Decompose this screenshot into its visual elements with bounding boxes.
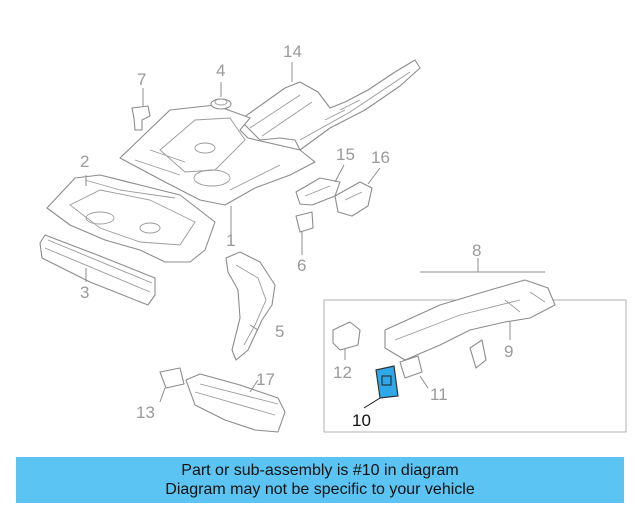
callout-14: 14: [283, 42, 302, 61]
callout-16: 16: [371, 148, 390, 167]
part-17-reinforcement[interactable]: [185, 373, 286, 433]
banner-line-1: Part or sub-assembly is #10 in diagram: [181, 462, 459, 479]
callout-17: 17: [256, 370, 275, 389]
part-11-bracket[interactable]: [399, 355, 423, 379]
info-banner: Part or sub-assembly is #10 in diagram D…: [16, 457, 624, 503]
callout-8: 8: [472, 241, 481, 260]
callout-11: 11: [430, 385, 448, 404]
part-16-bracket[interactable]: [334, 181, 373, 217]
part-13-bracket[interactable]: [159, 367, 185, 389]
callout-4: 4: [216, 61, 225, 80]
banner-line-2: Diagram may not be specific to your vehi…: [165, 481, 475, 498]
part-9-bracket-small[interactable]: [469, 339, 487, 369]
callout-5: 5: [275, 322, 284, 341]
part-6-bracket[interactable]: [295, 211, 314, 233]
part-2-front-floor[interactable]: [46, 174, 216, 263]
part-14-rail[interactable]: [239, 59, 421, 151]
callout-2: 2: [80, 152, 89, 171]
parts-diagram: 1 2 3 4 5 6 7 8 9 10 11 12 13 14 15 16 1…: [39, 42, 627, 433]
part-4-plug[interactable]: [210, 98, 232, 110]
part-1-floor-pan[interactable]: [119, 104, 316, 206]
part-5-pillar[interactable]: [225, 251, 276, 361]
callouts: 1 2 3 4 5 6 7 8 9 10 11 12 13 14 15 16 1…: [80, 42, 513, 430]
callout-9: 9: [504, 342, 513, 361]
part-10-highlighted[interactable]: [375, 365, 399, 399]
callout-3: 3: [80, 283, 89, 302]
part-15-bracket[interactable]: [295, 177, 341, 206]
callout-15: 15: [336, 145, 355, 164]
part-7-bracket[interactable]: [131, 105, 151, 131]
leader-lines: [85, 62, 545, 409]
callout-10: 10: [352, 411, 371, 430]
callout-1: 1: [226, 231, 235, 250]
part-3-crossmember[interactable]: [39, 234, 156, 306]
callout-6: 6: [297, 256, 306, 275]
callout-12: 12: [333, 363, 352, 382]
callout-13: 13: [136, 403, 155, 422]
part-12-bracket[interactable]: [332, 321, 361, 351]
callout-7: 7: [137, 70, 146, 89]
